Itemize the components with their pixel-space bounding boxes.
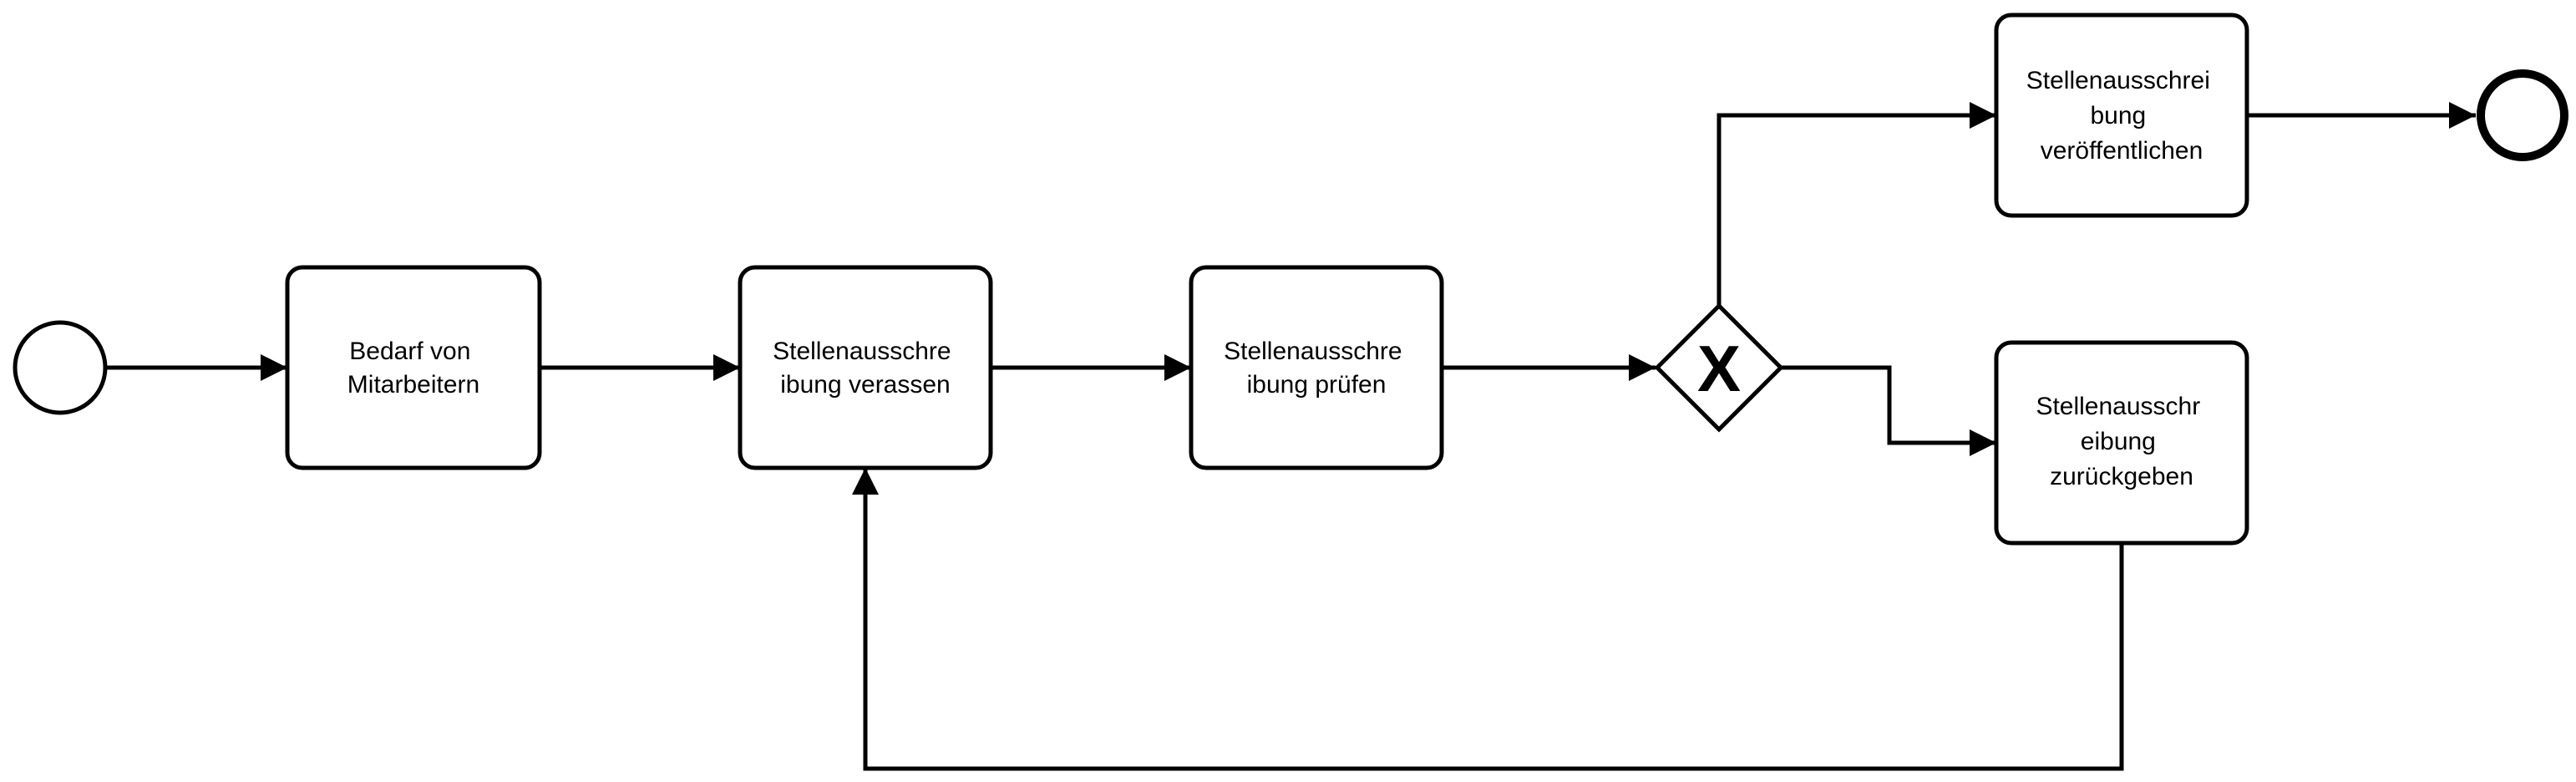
task-zurueckgeben-label-line-3: zurückgeben [2050, 463, 2193, 490]
task-pruefen-label-line-2: ibung prüfen [1247, 371, 1387, 399]
task-bedarf-label-line-2: Mitarbeitern [347, 371, 479, 399]
task-verfassen[interactable]: Stellenausschre ibung verassen [738, 265, 993, 470]
start-event[interactable] [13, 320, 108, 415]
task-pruefen[interactable]: Stellenausschre ibung prüfen [1189, 265, 1444, 470]
flow-gateway-to-veroeffentlichen[interactable] [1716, 102, 1996, 306]
svg-text:Stellenausschrei bung: Stellenausschrei bung veröffentlichen [2026, 67, 2217, 165]
flow-gateway-to-zurueckgeben[interactable] [1781, 365, 1996, 456]
svg-text:Stellenausschre ibung ve: Stellenausschre ibung verassen [773, 338, 958, 399]
task-pruefen-label-line-1: Stellenausschre [1224, 338, 1402, 365]
svg-text:Stellenausschre ibung pr: Stellenausschre ibung prüfen [1224, 338, 1409, 399]
task-veroeffentlichen[interactable]: Stellenausschrei bung veröffentlichen [1994, 13, 2249, 218]
task-zurueckgeben-label-line-1: Stellenausschr [2036, 393, 2200, 420]
task-verfassen-label-line-2: ibung verassen [780, 371, 950, 399]
task-zurueckgeben-label-line-2: eibung [2081, 428, 2156, 455]
task-veroeffentlichen-label-line-2: bung [2090, 102, 2146, 129]
task-veroeffentlichen-label-line-1: Stellenausschrei [2026, 67, 2210, 94]
svg-text:Stellenausschr eibung: Stellenausschr eibung zurückgeben [2036, 393, 2207, 490]
task-bedarf-label-line-1: Bedarf von [349, 338, 470, 365]
sequence-flows [107, 102, 2476, 771]
task-veroeffentlichen-label-line-3: veröffentlichen [2041, 137, 2203, 165]
svg-text:Bedarf von Mitarbeitern: Bedarf von Mitarbeitern [347, 338, 479, 399]
end-event[interactable] [2477, 69, 2568, 161]
exclusive-gateway[interactable]: X [1654, 302, 1784, 433]
task-bedarf[interactable]: Bedarf von Mitarbeitern [285, 265, 542, 470]
task-zurueckgeben[interactable]: Stellenausschr eibung zurückgeben [1994, 340, 2249, 546]
task-verfassen-label-line-1: Stellenausschre [773, 338, 951, 365]
gateway-x-icon: X [1697, 332, 1741, 405]
flow-zurueckgeben-to-verfassen[interactable] [852, 468, 2124, 771]
